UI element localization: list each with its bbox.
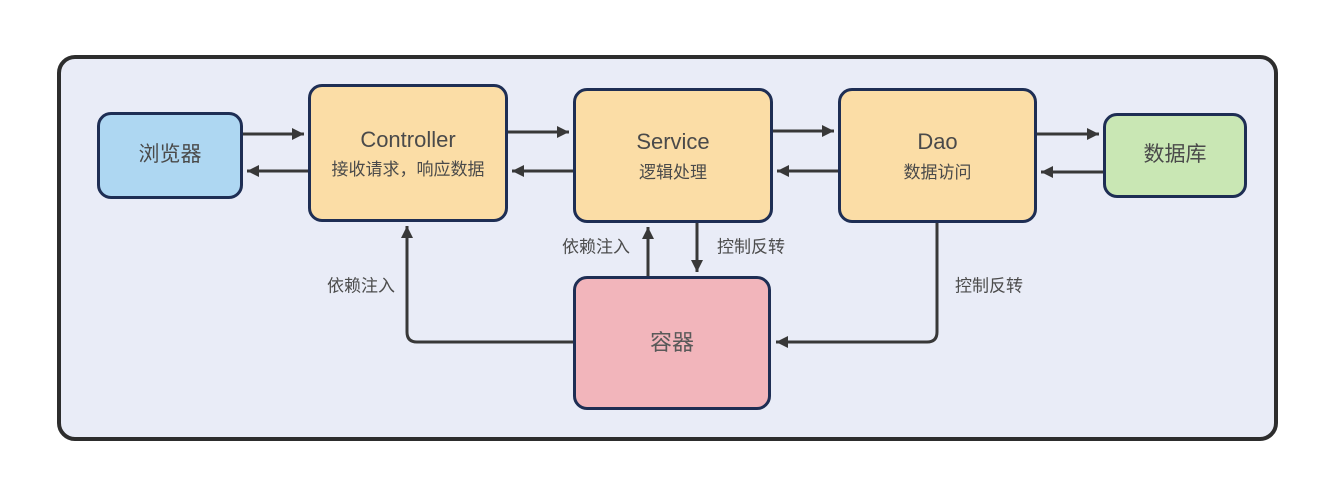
node-controller-title: Controller	[360, 126, 456, 152]
node-service-subtitle: 逻辑处理	[639, 162, 707, 182]
node-database: 数据库	[1103, 113, 1247, 198]
node-dao: Dao 数据访问	[838, 88, 1037, 223]
node-controller-subtitle: 接收请求，响应数据	[331, 160, 485, 180]
node-container: 容器	[573, 276, 771, 410]
node-browser-title: 浏览器	[138, 143, 202, 167]
node-browser: 浏览器	[97, 112, 243, 199]
node-container-title: 容器	[649, 330, 694, 356]
node-service-title: Service	[636, 129, 710, 155]
node-dao-subtitle: 数据访问	[903, 162, 972, 182]
edge-label-inversion-of-control-center: 控制反转	[717, 237, 785, 257]
node-controller: Controller 接收请求，响应数据	[308, 84, 508, 222]
node-dao-title: Dao	[917, 129, 958, 155]
edge-label-dependency-injection-left: 依赖注入	[327, 276, 395, 296]
edge-label-dependency-injection-center: 依赖注入	[562, 237, 630, 257]
edge-label-inversion-of-control-right: 控制反转	[955, 276, 1023, 296]
node-service: Service 逻辑处理	[573, 88, 773, 223]
node-database-title: 数据库	[1143, 143, 1207, 167]
